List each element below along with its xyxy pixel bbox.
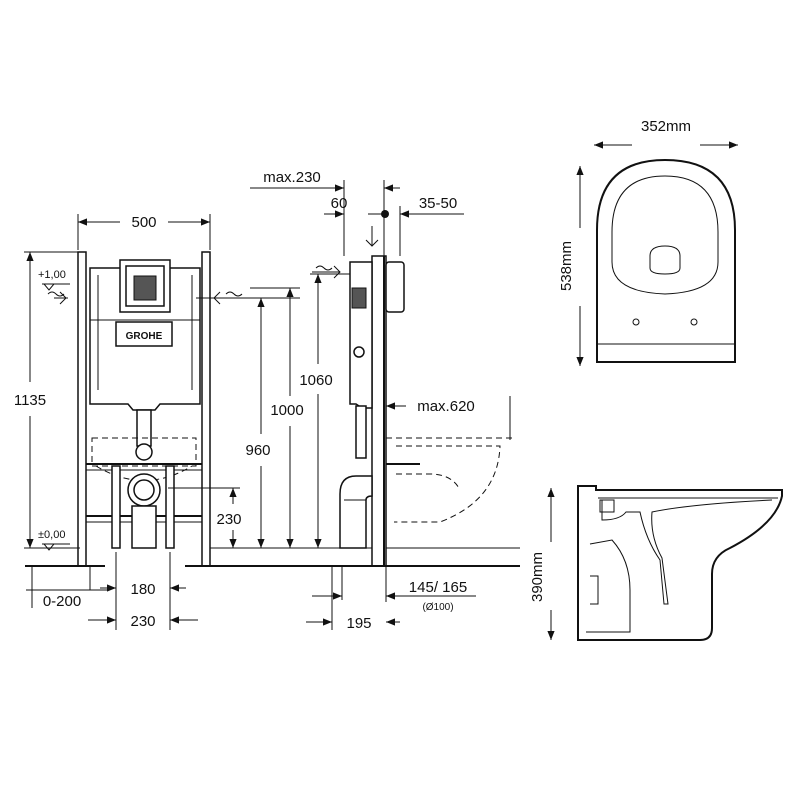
dim-max-620: max.620 xyxy=(417,398,475,415)
dim-height-1060: 1060 xyxy=(299,372,332,389)
flush-valve-icon xyxy=(133,275,157,301)
dim-bowl-width: 352mm xyxy=(641,118,691,135)
level-top: +1,00 xyxy=(38,269,66,281)
fixing-hole-right xyxy=(690,318,698,326)
level-top-marker-icon xyxy=(42,283,56,291)
grohe-logo: GROHE xyxy=(126,331,163,342)
front-view: GROHE 500 +1,00 xyxy=(14,214,520,630)
bolt-right xyxy=(165,465,175,549)
drain-pipe xyxy=(131,505,157,549)
logo-plate xyxy=(115,321,173,347)
dim-depth-35-50: 35-50 xyxy=(419,195,457,212)
dim-max-230: max.230 xyxy=(263,169,321,186)
frame-post-right xyxy=(201,251,211,567)
bowl-side-dashed xyxy=(394,445,501,523)
water-supply-left-icon xyxy=(54,291,68,305)
dim-width-500: 500 xyxy=(131,214,156,231)
bowl-outlet-top xyxy=(649,245,681,275)
bowl-outline-top xyxy=(596,158,736,363)
dim-feet-230: 230 xyxy=(130,613,155,630)
dim-bowl-height: 390mm xyxy=(529,552,546,602)
frame-post-left xyxy=(77,251,87,567)
dim-height-1000: 1000 xyxy=(270,402,303,419)
dim-drain-230: 230 xyxy=(216,511,241,528)
level-zero: ±0,00 xyxy=(38,529,65,541)
dim-pipe-diameter: (Ø100) xyxy=(422,602,453,613)
dim-height-1135: 1135 xyxy=(14,392,46,409)
dim-bowl-length: 538mm xyxy=(558,241,575,291)
dim-floor-0-200: 0-200 xyxy=(43,593,81,610)
cistern-side xyxy=(349,261,373,409)
water-supply-side-icon xyxy=(312,265,341,279)
bowl-side-view: 390mm xyxy=(529,485,783,641)
flush-plate-side xyxy=(385,261,405,313)
dim-offset-60: 60 xyxy=(331,195,348,212)
level-zero-marker-icon xyxy=(42,543,56,551)
bowl-rim-top xyxy=(611,175,719,295)
flush-pipe xyxy=(136,409,152,447)
drain-bend xyxy=(339,475,373,549)
water-inlet-top-icon xyxy=(365,226,379,247)
dim-pipe-145-165: 145/ 165 xyxy=(409,579,467,596)
bowl-outline-side xyxy=(577,485,783,641)
dim-bolt-180: 180 xyxy=(130,581,155,598)
dim-depth-195: 195 xyxy=(346,615,371,632)
fixing-hole-left xyxy=(632,318,640,326)
dim-height-960: 960 xyxy=(245,442,270,459)
bowl-top-view: 352mm 538mm xyxy=(558,118,738,366)
bowl-outline-dashed xyxy=(91,437,197,467)
side-view: max.230 60 35-50 1060 max.620 145/ 165 (… xyxy=(250,169,512,632)
bowl-trap-side xyxy=(601,499,773,605)
bolt-left xyxy=(111,465,121,549)
